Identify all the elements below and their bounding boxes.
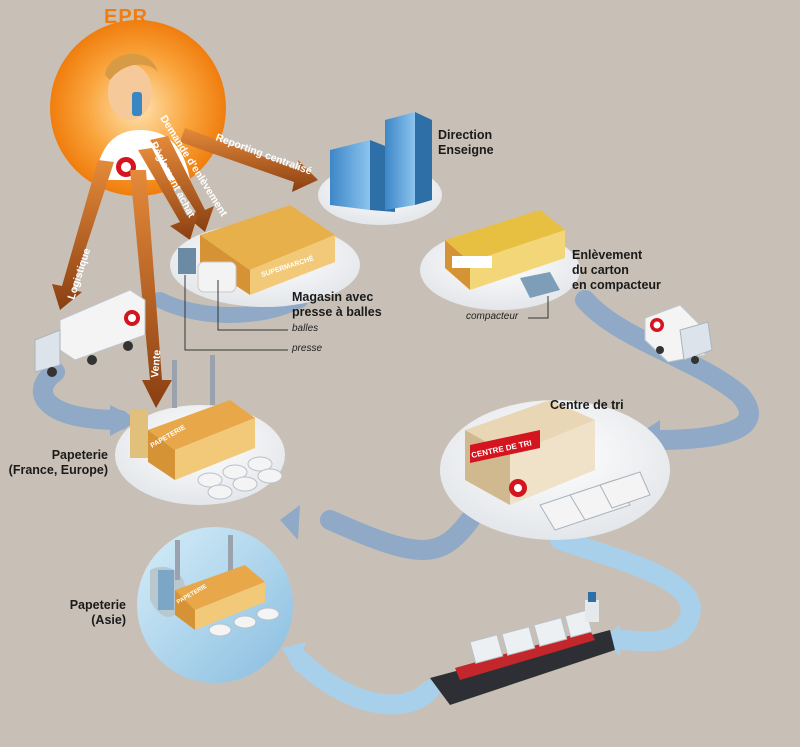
- epr-title: EPR: [104, 6, 149, 28]
- paper-rolls-france: [197, 456, 283, 500]
- papeterie-asie-line1: Papeterie: [69, 598, 126, 612]
- label-papeterie-france: Papeterie (France, Europe): [4, 448, 108, 478]
- label-enlevement: Enlèvement du carton en compacteur: [572, 248, 661, 293]
- paper-rolls-asie: [208, 607, 280, 637]
- direction-line2: Enseigne: [438, 143, 494, 157]
- cargo-ship: [430, 592, 615, 705]
- enlevement-line1: Enlèvement: [572, 248, 643, 262]
- label-centre-de-tri: Centre de tri: [550, 398, 624, 412]
- truck-left: [34, 289, 146, 377]
- enlevement-building: [420, 210, 580, 310]
- centre-de-tri-building: CENTRE DE TRI: [440, 400, 670, 540]
- label-papeterie-asie: Papeterie (Asie): [40, 598, 126, 628]
- magasin-callouts: [184, 275, 288, 351]
- papeterie-france-line2: (France, Europe): [8, 463, 108, 477]
- callout-balles: balles: [292, 323, 319, 334]
- callout-presse: presse: [292, 343, 323, 354]
- label-magasin: Magasin avec presse à balles: [292, 290, 382, 320]
- papeterie-asie-building: PAPETERIE: [137, 527, 293, 683]
- truck-right: [644, 304, 713, 364]
- enlevement-line2: du carton: [572, 263, 629, 277]
- papeterie-asie-line2: (Asie): [91, 613, 126, 627]
- enlevement-line3: en compacteur: [572, 278, 661, 292]
- label-direction-enseigne: Direction Enseigne: [438, 128, 494, 158]
- magasin-line1: Magasin avec: [292, 290, 374, 304]
- compacteur-callout: [528, 296, 549, 319]
- magasin-line2: presse à balles: [292, 305, 382, 319]
- direction-line1: Direction: [438, 128, 493, 142]
- callout-compacteur: compacteur: [466, 311, 519, 322]
- papeterie-france-building: PAPETERIE: [115, 355, 285, 505]
- direction-enseigne-building: [318, 112, 442, 225]
- papeterie-france-line1: Papeterie: [51, 448, 108, 462]
- arrow-vente-text: Vente: [149, 349, 163, 378]
- flow-loop: [32, 290, 759, 715]
